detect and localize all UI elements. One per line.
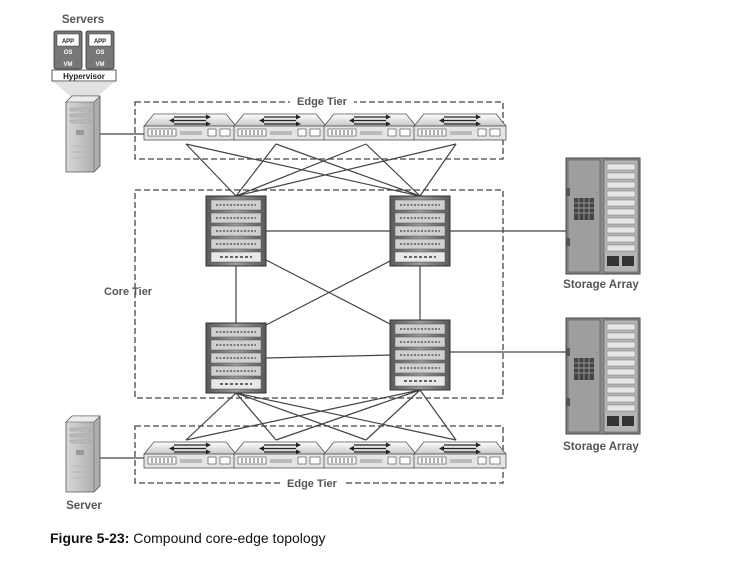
core-switch-top-left (205, 195, 267, 267)
vm-1-app-label: APP (62, 39, 74, 45)
core-tier-label: Core Tier (104, 286, 153, 298)
storage-array-2-label: Storage Array (563, 441, 639, 453)
servers-label: Servers (62, 14, 104, 26)
edge-switch-top-1 (143, 113, 237, 141)
edge-tier-bottom-label: Edge Tier (287, 478, 338, 490)
edge-switch-top-3 (323, 113, 417, 141)
storage-array-2 (565, 317, 641, 435)
vm-box-1: APP OS VM (53, 30, 83, 70)
vm-1-vm-label: VM (64, 62, 73, 68)
storage-array-1 (565, 157, 641, 275)
storage-array-1-label: Storage Array (563, 279, 639, 291)
vm-2-os-label: OS (96, 50, 105, 56)
core-switch-bottom-right (389, 319, 451, 391)
figure-caption: Figure 5-23: Compound core-edge topology (50, 530, 326, 546)
edge-switch-bottom-1 (143, 441, 237, 469)
vm-2-vm-label: VM (96, 62, 105, 68)
core-tier-box (134, 189, 504, 399)
server-top (65, 95, 101, 173)
server-bottom-label: Server (66, 500, 102, 512)
edge-tier-top-label: Edge Tier (297, 96, 348, 108)
edge-switch-bottom-3 (323, 441, 417, 469)
figure-number: Figure 5-23: (50, 530, 130, 546)
hypervisor-funnel (54, 82, 114, 96)
connection-lines (100, 133, 568, 459)
core-switch-top-right (389, 195, 451, 267)
hypervisor-label: Hypervisor (63, 72, 105, 81)
edge-switch-bottom-2 (233, 441, 327, 469)
core-switch-bottom-left (205, 322, 267, 394)
figure-title: Compound core-edge topology (129, 530, 326, 546)
edge-switch-top-2 (233, 113, 327, 141)
edge-switch-bottom-4 (413, 441, 507, 469)
vm-1-os-label: OS (64, 50, 73, 56)
vm-2-app-label: APP (94, 39, 106, 45)
edge-switch-top-4 (413, 113, 507, 141)
vm-box-2: APP OS VM (85, 30, 115, 70)
server-bottom (65, 415, 101, 493)
